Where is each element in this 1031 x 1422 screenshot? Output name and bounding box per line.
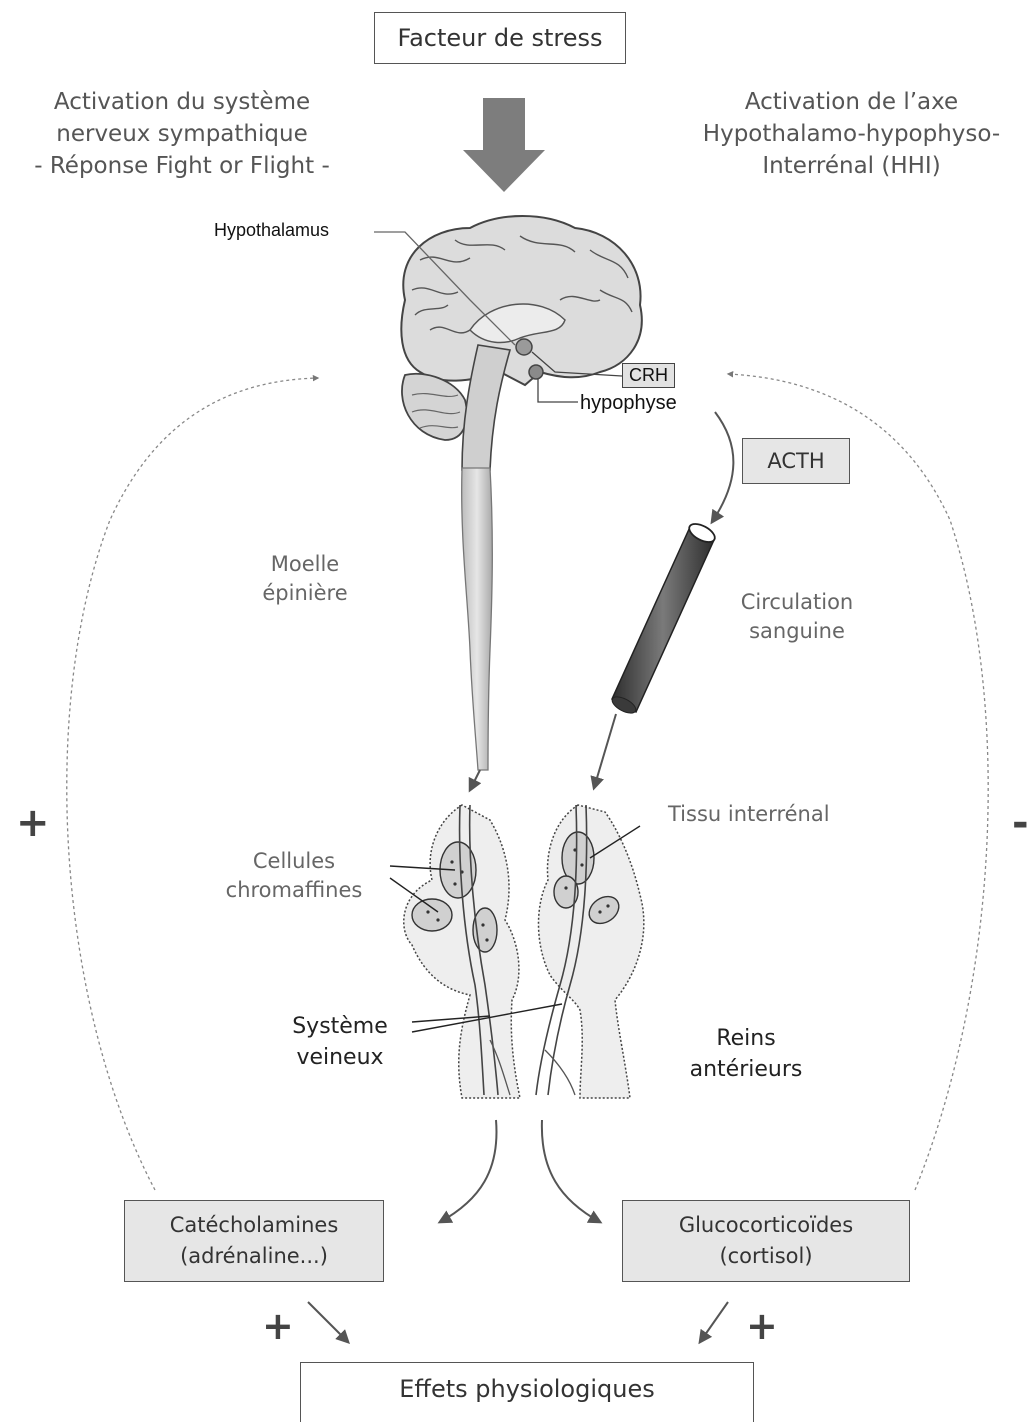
blood-circulation-line-2: sanguine xyxy=(712,617,882,646)
glucocorticoides-effect-sign: + xyxy=(746,1304,778,1348)
crh-label: CRH xyxy=(622,363,675,388)
acth-curved-arrow xyxy=(712,412,733,522)
venous-system-caption: Système veineux xyxy=(270,1012,410,1074)
vessel-to-kidney-arrow xyxy=(594,714,616,788)
glucocorticoides-to-effects-arrow xyxy=(700,1302,728,1342)
venous-line-1: Système xyxy=(270,1012,410,1043)
blood-circulation-caption: Circulation sanguine xyxy=(712,588,882,647)
hhi-activation-caption: Activation de l’axe Hypothalamo-hypophys… xyxy=(672,86,1031,183)
glucocorticoides-line-1: Glucocorticoïdes xyxy=(679,1210,853,1242)
glucocorticoides-box: Glucocorticoïdes (cortisol) xyxy=(622,1200,910,1282)
catecholamines-box: Catécholamines (adrénaline...) xyxy=(124,1200,384,1282)
kidneys-line-2: antérieurs xyxy=(676,1055,816,1086)
hypothalamus-label: Hypothalamus xyxy=(214,220,329,241)
acth-box: ACTH xyxy=(742,438,850,484)
chromaffin-cells-caption: Cellules chromaffines xyxy=(208,847,380,906)
glucocorticoides-line-2: (cortisol) xyxy=(719,1241,812,1273)
stress-factor-box: Facteur de stress xyxy=(374,12,626,64)
spinal-to-kidney-arrow xyxy=(470,770,480,790)
catecholamines-to-effects-arrow xyxy=(308,1302,348,1342)
to-glucocorticoides-arrow xyxy=(542,1120,600,1222)
blood-vessel xyxy=(610,520,718,716)
interrenal-tissue-label: Tissu interrénal xyxy=(668,802,830,826)
venous-line-2: veineux xyxy=(270,1043,410,1074)
spinal-cord-line-2: épinière xyxy=(230,579,380,608)
to-catecholamines-arrow xyxy=(440,1120,497,1222)
blood-circulation-line-1: Circulation xyxy=(712,588,882,617)
spinal-cord-caption: Moelle épinière xyxy=(230,550,380,609)
hhi-line-2: Hypothalamo-hypophyso- xyxy=(672,118,1031,150)
sympathetic-activation-caption: Activation du système nerveux sympathiqu… xyxy=(0,86,364,183)
chromaffin-line-1: Cellules xyxy=(208,847,380,876)
hypophyse-leader xyxy=(538,378,578,402)
catecholamines-effect-sign: + xyxy=(262,1304,294,1348)
catecholamines-line-1: Catécholamines xyxy=(170,1210,339,1242)
right-feedback-sign: - xyxy=(1012,800,1029,846)
chromaffin-line-2: chromaffines xyxy=(208,876,380,905)
left-feedback-sign: + xyxy=(16,800,50,846)
hhi-line-3: Interrénal (HHI) xyxy=(672,150,1031,182)
anterior-kidneys-caption: Reins antérieurs xyxy=(676,1024,816,1086)
stress-down-arrow xyxy=(463,98,545,192)
hhi-line-1: Activation de l’axe xyxy=(672,86,1031,118)
kidneys-illustration xyxy=(404,805,644,1098)
hypophyse-label: hypophyse xyxy=(580,392,677,415)
catecholamines-line-2: (adrénaline...) xyxy=(180,1241,328,1273)
sympathetic-line-1: Activation du système xyxy=(0,86,364,118)
stress-factor-label: Facteur de stress xyxy=(397,24,602,52)
spinal-cord xyxy=(462,468,493,770)
brain-illustration xyxy=(401,216,641,470)
acth-label: ACTH xyxy=(767,449,824,473)
physiological-effects-label: Effets physiologiques xyxy=(399,1375,654,1403)
kidneys-line-1: Reins xyxy=(676,1024,816,1055)
sympathetic-line-2: nerveux sympathique xyxy=(0,118,364,150)
sympathetic-line-3: - Réponse Fight or Flight - xyxy=(0,150,364,182)
spinal-cord-line-1: Moelle xyxy=(230,550,380,579)
physiological-effects-box: Effets physiologiques xyxy=(300,1362,754,1422)
